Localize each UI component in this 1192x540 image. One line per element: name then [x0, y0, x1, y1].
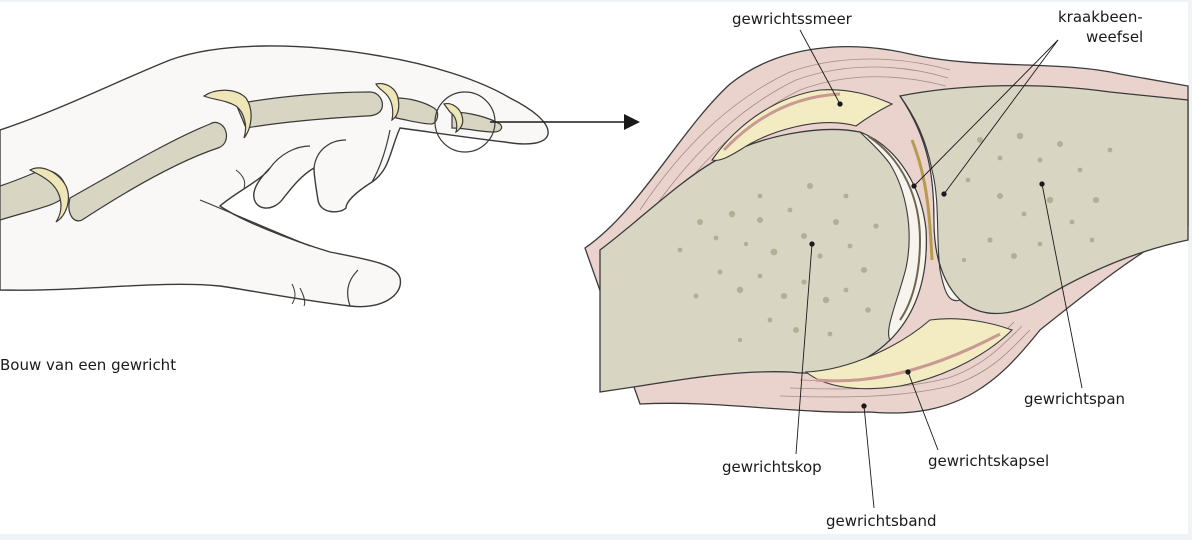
label-kraakbeen-line2: weefsel [1086, 28, 1143, 46]
arrow-head [624, 114, 640, 130]
hand-drawing [0, 46, 640, 307]
label-gewrichtssmeer: gewrichtssmeer [732, 10, 852, 28]
label-kraakbeen-line1: kraakbeen- [1058, 8, 1143, 26]
figure-caption: Bouw van een gewricht [0, 356, 176, 374]
label-gewrichtskop: gewrichtskop [722, 458, 822, 476]
label-gewrichtsband: gewrichtsband [826, 512, 937, 530]
joint-cross-section [585, 30, 1188, 508]
label-gewrichtspan: gewrichtspan [1024, 390, 1125, 408]
label-gewrichtskapsel: gewrichtskapsel [928, 452, 1049, 470]
